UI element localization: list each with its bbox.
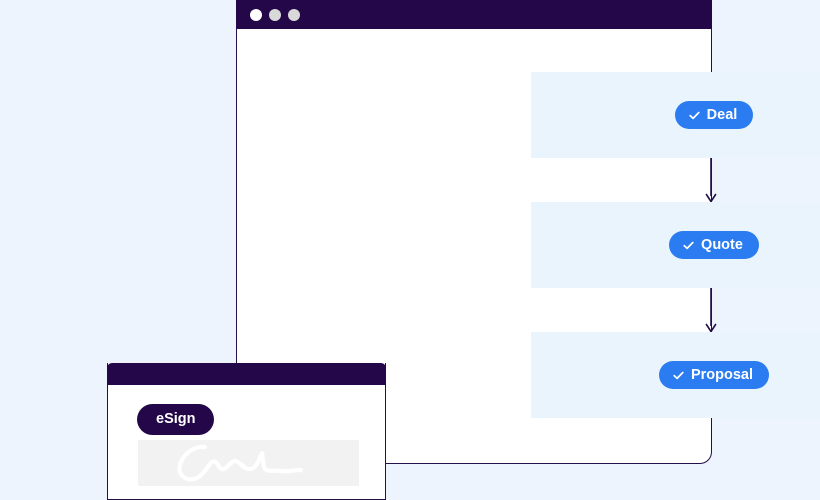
flow-step-row-quote: Quote <box>531 202 820 288</box>
flow-step-row-deal: Deal <box>531 72 820 158</box>
window-dot-close-icon[interactable] <box>250 8 262 21</box>
deal-flow-diagram: Deal Quote <box>473 29 820 464</box>
esign-badge-label: eSign <box>156 411 196 427</box>
main-window-titlebar[interactable] <box>236 0 712 29</box>
window-dot-maximize-icon[interactable] <box>288 8 300 21</box>
esign-window: eSign <box>107 363 386 500</box>
flow-step-label: Proposal <box>690 366 754 383</box>
check-icon <box>672 369 685 382</box>
flow-step-row-proposal: Proposal <box>531 332 820 418</box>
signature-field[interactable] <box>138 440 359 486</box>
flow-step-label: Quote <box>701 236 743 253</box>
esign-badge[interactable]: eSign <box>137 404 215 435</box>
arrow-down-icon <box>704 288 718 333</box>
flow-step-pill-deal[interactable]: Deal <box>674 100 754 130</box>
arrow-down-icon <box>704 158 718 203</box>
flow-step-pill-quote[interactable]: Quote <box>669 230 759 260</box>
check-icon <box>688 109 701 122</box>
check-icon <box>682 239 695 252</box>
window-dot-minimize-icon[interactable] <box>269 8 281 21</box>
signature-icon <box>177 444 303 482</box>
flow-step-label: Deal <box>706 106 738 123</box>
esign-window-titlebar[interactable] <box>107 363 386 385</box>
flow-step-pill-proposal[interactable]: Proposal <box>658 360 770 390</box>
